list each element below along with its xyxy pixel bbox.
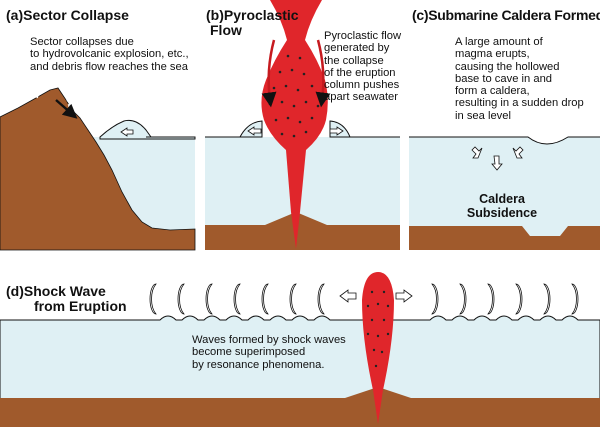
panel-b-eruption-column xyxy=(261,0,328,150)
panel-a-caption-line: Sector collapses due xyxy=(30,36,134,48)
panel-a-debris-arrow xyxy=(55,99,78,119)
shock-crescent-icon xyxy=(459,283,467,315)
panel-b-caption-line: of the eruption xyxy=(324,66,396,79)
panel-d-caption-line: Waves formed by shock waves xyxy=(192,334,346,346)
shock-crescent-icon xyxy=(571,283,579,315)
panel-b-seafloor xyxy=(205,212,400,250)
panel-d-seafloor xyxy=(0,387,600,427)
panel-d-title-line: from Eruption xyxy=(34,298,127,314)
panel-b-title-line: (b)Pyroclastic xyxy=(206,7,299,23)
panel-a-illustration xyxy=(0,78,196,251)
panel-d-shock-crescents xyxy=(149,283,579,315)
panel-b-caption-line: the collapse xyxy=(324,54,384,67)
panel-a-caption-line: to hydrovolcanic explosion, etc., xyxy=(30,48,189,61)
shock-crescent-icon xyxy=(431,283,439,315)
panel-a-caption-line: and debris flow reaches the sea xyxy=(30,60,188,73)
shock-crescent-icon xyxy=(515,283,523,315)
panel-d-magma-plume xyxy=(362,272,394,424)
panel-b-caption-line: apart seawater xyxy=(324,91,399,104)
panel-c-caption-line: A large amount of xyxy=(455,36,543,48)
panel-c-caption: A large amount of magma erupts, causing … xyxy=(455,36,598,122)
shock-crescent-icon xyxy=(289,283,297,315)
panel-c-sea xyxy=(409,137,600,250)
panel-b-push-arrow-left-icon xyxy=(247,126,262,136)
panel-c-caption-line: causing the hollowed xyxy=(455,60,560,73)
panel-b-collapse-arrow-left xyxy=(261,39,277,108)
panel-a-water-bulge xyxy=(99,119,196,140)
panel-b-caption-line: column pushes xyxy=(324,79,400,92)
shock-crescent-icon xyxy=(177,283,185,315)
panel-b-caption-line: Pyroclastic flow xyxy=(324,30,402,42)
panel-c-caption-line: base to cave in and xyxy=(455,72,553,85)
panel-d-shock-arrow-left-icon xyxy=(339,289,357,303)
panel-c-arrow-down-right-icon xyxy=(512,146,524,159)
shock-crescent-icon xyxy=(233,283,241,315)
panel-c-arrow-down-left-icon xyxy=(471,146,483,159)
panel-d-caption: Waves formed by shock waves become super… xyxy=(192,334,362,371)
panel-c-label-line: Subsidence xyxy=(466,206,538,220)
panel-c-caldera-label: Caldera Subsidence xyxy=(452,192,552,220)
panel-c-caption-line: in sea level xyxy=(455,109,511,122)
panel-d-sea xyxy=(0,315,600,401)
shock-crescent-icon xyxy=(543,283,551,315)
panel-c-sea-surface xyxy=(409,136,600,145)
panel-a-title: (a)Sector Collapse xyxy=(6,7,129,23)
panel-d-caption-line: by resonance phenomena. xyxy=(192,358,325,371)
panel-b-illustration xyxy=(205,0,400,250)
panel-b-collapse-arrow-right xyxy=(315,39,331,108)
panel-c-title: (c)Submarine Caldera Formed xyxy=(412,7,600,23)
panel-a-wave-arrow-icon xyxy=(120,127,134,137)
panel-d-shock-arrow-right-icon xyxy=(395,289,413,303)
panel-c-caption-line: form a caldera, xyxy=(455,85,530,98)
shock-crescent-icon xyxy=(205,283,213,315)
panel-a-volcano-slope xyxy=(0,87,196,251)
shock-crescent-icon xyxy=(487,283,495,315)
panel-d-title: (d)Shock Wave from Eruption xyxy=(6,284,127,314)
panel-b-title: (b)Pyroclastic Flow xyxy=(206,8,299,38)
panel-c-illustration xyxy=(409,136,600,250)
panel-c-caption-line: magma erupts, xyxy=(455,48,530,61)
shock-crescent-icon xyxy=(261,283,269,315)
panel-b-caption-line: generated by xyxy=(324,42,390,55)
shock-crescent-icon xyxy=(317,283,325,315)
panel-c-seafloor xyxy=(409,226,600,250)
panel-d-title-line: (d)Shock Wave xyxy=(6,283,106,299)
panel-a-original-summit-outline xyxy=(36,78,71,111)
panel-b-caption: Pyroclastic flow generated by the collap… xyxy=(324,30,414,104)
panel-d-caption-line: become superimposed xyxy=(192,346,306,359)
shock-crescent-icon xyxy=(149,283,157,315)
panel-b-push-arrow-right-icon xyxy=(329,126,344,136)
panel-d-illustration xyxy=(0,272,600,427)
panel-a-caption: Sector collapses due to hydrovolcanic ex… xyxy=(30,36,200,73)
panel-d-particles xyxy=(366,290,390,368)
panel-c-label-line: Caldera xyxy=(479,192,525,206)
panel-c-arrow-down-icon xyxy=(491,155,503,171)
panel-c-caption-line: resulting in a sudden drop xyxy=(455,97,584,110)
panel-b-conduit xyxy=(286,150,306,249)
panel-b-title-line: Flow xyxy=(210,22,242,38)
